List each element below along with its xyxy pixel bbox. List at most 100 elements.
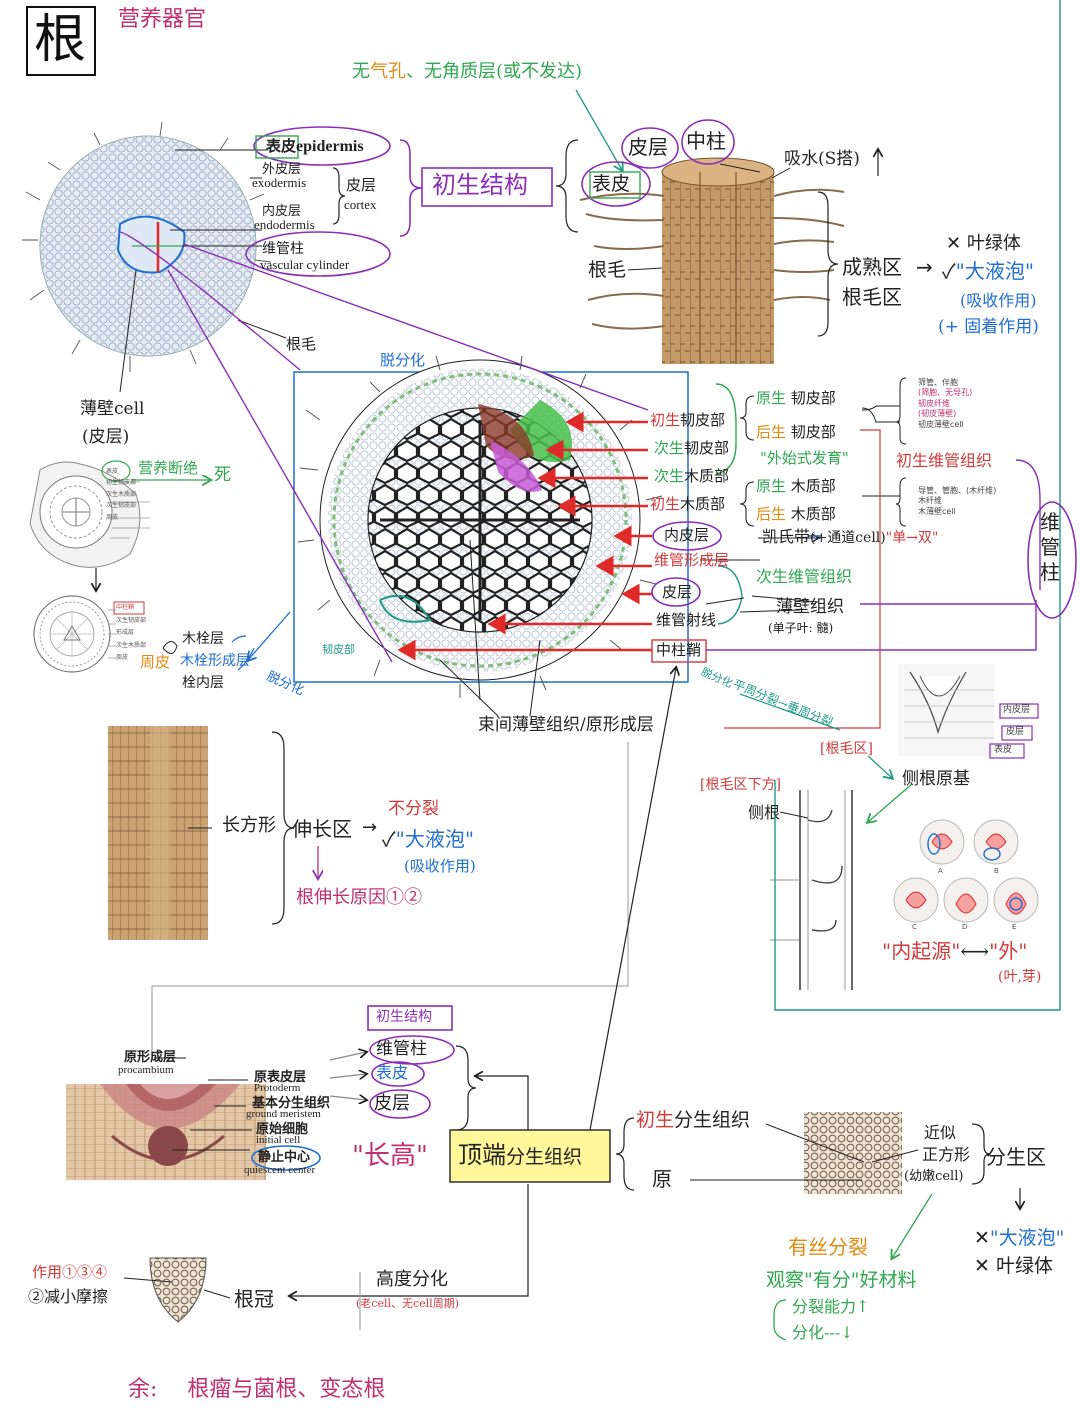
protoderm-cn: 原表皮层: [254, 1069, 307, 1084]
section-pointer-arrows: [397, 411, 652, 661]
ground-meristem-cn: 基本分生组织: [252, 1095, 331, 1110]
phloem-detail: 筛管、伴胞 (筛胞、无导孔) 韧皮纤维 (韧皮薄壁) 韧皮薄壁cell: [918, 378, 973, 429]
lateral-root-primordium-image: [898, 664, 994, 756]
absorption-note: (吸收作用): [960, 291, 1037, 310]
root-cap-image: [149, 1257, 207, 1323]
stele-vertical-label: 维管柱: [1040, 510, 1060, 584]
label-vascular-en: vascular cylinder: [260, 257, 350, 272]
highlight-circles: [245, 126, 391, 277]
meristem-zone: 分生区: [986, 1145, 1046, 1169]
elongation-vacuole: ✓"大液泡": [382, 827, 475, 851]
secondary-growth-schematic-top: [29, 461, 150, 568]
interfascicular-label: 束间薄壁组织/原形成层: [478, 715, 654, 735]
cork-cambium-label: 木栓形成层: [180, 653, 250, 669]
dediff-label: 脱分化: [380, 351, 426, 369]
label-parenchyma-note: (皮层): [82, 427, 130, 447]
division-ability: 分裂能力↑: [792, 1297, 870, 1316]
cs-secondary-phloem: 次生韧皮部: [654, 439, 730, 457]
grow-tall: "长高": [352, 1141, 428, 1171]
initial-cell-cn: 原始细胞: [256, 1121, 309, 1136]
procambium-cn: 原形成层: [124, 1049, 177, 1064]
similar-1: 近似: [924, 1123, 957, 1142]
elongation-zone: 伸长区: [292, 817, 352, 841]
phelloderm-label: 栓内层: [182, 675, 224, 691]
zone-epidermis: 表皮: [592, 173, 631, 195]
title-box: 根: [26, 6, 96, 76]
parenchyma-tissue: 薄壁组织: [776, 597, 844, 617]
lateral-root-growth-image: [770, 790, 853, 990]
cs-primary-xylem: 初生木质部: [650, 495, 726, 513]
protoxylem: 原生 木质部: [756, 477, 836, 495]
high-diff-note: (老cell、无cell周期): [356, 1297, 459, 1310]
lateral-root-label: 侧根: [748, 803, 781, 822]
apical-primary-structure: 初生结构: [376, 1009, 432, 1025]
cs-phloem-small: 韧皮部: [322, 643, 355, 656]
elongation-arrow: →: [362, 817, 378, 838]
apical-meristem-box: [449, 1129, 611, 1183]
big-vacuole: ✓"大液泡": [942, 259, 1035, 283]
page-title: 根: [34, 10, 87, 70]
root-hair-zone-tag: [根毛区]: [820, 741, 873, 757]
no-chloroplast: ✕ 叶绿体: [946, 233, 1021, 254]
cap-reduce: ②减小摩擦: [28, 1287, 109, 1306]
below-zone-tag: [根毛区下方]: [700, 777, 781, 793]
mitosis: 有丝分裂: [788, 1235, 868, 1259]
label-cortex-cn: 皮层: [346, 178, 377, 194]
stage-d: D: [962, 923, 968, 931]
shape-label: 长方形: [222, 815, 276, 836]
zone-arrow: →: [916, 255, 933, 279]
stage-b: B: [994, 867, 999, 875]
apical-meristem-label: 顶端分生组织: [458, 1141, 583, 1169]
secondary-growth-schematic-bottom: [33, 595, 116, 673]
cs-endodermis: 内皮层: [664, 526, 710, 544]
cs-cambium: 维管形成层: [654, 551, 730, 569]
label-primary-structure: 初生结构: [432, 171, 528, 199]
label-leader-lines: [119, 149, 287, 393]
label-exodermis-cn: 外皮层: [262, 161, 302, 176]
apical-cortex: 皮层: [374, 1093, 410, 1114]
zone-root-hair: 根毛: [588, 259, 627, 281]
zone-cortex: 皮层: [628, 135, 668, 159]
root-hair-zone-image: [579, 157, 845, 364]
differentiation: 分化---↓: [792, 1323, 854, 1342]
casparian-strip: 凯氏带(+通道cell)"单→双": [762, 527, 939, 546]
top-note-part3: 、无角质层(或不发达): [406, 61, 583, 82]
metaxylem: 后生 木质部: [756, 505, 836, 523]
stage-a: A: [938, 867, 943, 875]
label-exodermis-en: exodermis: [252, 175, 307, 190]
root-tip-image: [66, 1084, 266, 1180]
periderm-label: 周皮: [140, 653, 171, 671]
meristem-no-vacuole: ✕"大液泡": [974, 1227, 1065, 1249]
qc-cn: 静止中心: [258, 1149, 311, 1164]
apical-vascular: 维管柱: [376, 1039, 427, 1059]
procambium-en: procambium: [118, 1064, 174, 1076]
primary-vascular-tissue: 初生维管组织: [896, 451, 993, 470]
top-note: 无气孔、无角质层(或不发达): [352, 62, 582, 82]
cs-secondary-xylem: 次生木质部: [654, 467, 730, 485]
top-note-part1: 无: [352, 61, 370, 82]
origin-line: "内起源"⟷"外": [882, 939, 1028, 963]
ground-meristem-en: ground meristem: [246, 1108, 321, 1120]
cork-label: 木栓层: [182, 631, 224, 647]
high-diff: 高度分化: [376, 1269, 448, 1290]
observe-material: 观察"有分"好材料: [766, 1269, 917, 1291]
cs-pericycle: 中柱鞘: [656, 641, 702, 659]
lr-epidermis: 表皮: [994, 745, 1013, 755]
lateral-root-stages-image: [893, 819, 1039, 923]
anchoring-note: (+ 固着作用): [938, 317, 1039, 337]
zone-absorb: 吸水(S搭): [784, 149, 860, 169]
origin-note: (叶,芽): [998, 969, 1042, 985]
elongation-absorb: (吸收作用): [404, 857, 476, 875]
cs-primary-phloem: 初生韧皮部: [650, 411, 726, 429]
stage-e: E: [1012, 923, 1017, 931]
lr-endodermis: 内皮层: [1003, 705, 1031, 715]
label-endodermis-cn: 内皮层: [262, 203, 302, 218]
elongation-zone-image: [108, 726, 208, 940]
schematic-top-labels: 表皮 初生韧皮部 次生木质部 次生韧皮部 周皮: [106, 468, 137, 521]
label-parenchyma: 薄壁cell: [80, 399, 145, 419]
cs-vascular-ray: 维管射线: [656, 611, 717, 629]
lateral-root-primordium: 侧根原基: [902, 769, 970, 789]
elongation-reason: 根伸长原因①②: [296, 887, 422, 908]
root-cap-label: 根冠: [234, 1287, 274, 1311]
similar-3: (幼嫩cell): [904, 1169, 964, 1184]
